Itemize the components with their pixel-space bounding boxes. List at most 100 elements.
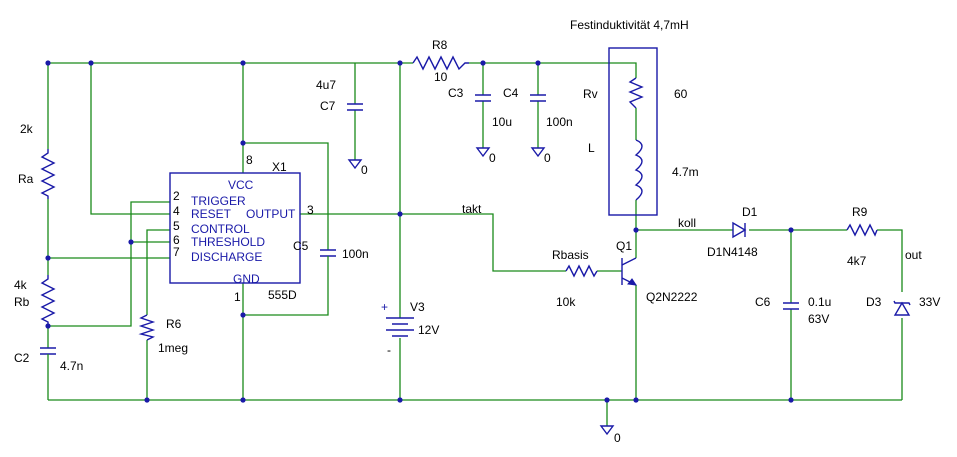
rv-ref: Rv (583, 87, 598, 101)
junction-dot (144, 397, 150, 403)
ground-label: 0 (544, 151, 551, 165)
capacitor-c4: C4 100n (503, 86, 573, 129)
d1-value: D1N4148 (707, 245, 758, 259)
c2-ref: C2 (14, 351, 30, 365)
q1-value: Q2N2222 (646, 290, 698, 304)
junction-dot (45, 60, 51, 66)
capacitor-c5: C5 100n (293, 239, 369, 264)
capacitor-c2: C2 4.7n (14, 347, 83, 376)
junction-dot (240, 60, 246, 66)
ground-label: 0 (361, 163, 368, 177)
inductor-enclosure (608, 47, 658, 216)
capacitor-c7: 4u7 C7 (316, 78, 363, 113)
rb-ref: Rb (14, 295, 30, 309)
ground-symbol: 0 (347, 159, 368, 177)
resistor-r6: R6 1meg (138, 314, 188, 355)
ic-pin-name: THRESHOLD (191, 235, 265, 249)
ic-part: 555D (268, 288, 297, 302)
wires (47, 62, 903, 426)
v3-plus: + (381, 300, 388, 314)
ic-pin-number: 8 (246, 153, 253, 167)
r8-ref: R8 (432, 38, 448, 52)
l-value: 4.7m (672, 165, 699, 179)
v3-ref: V3 (410, 300, 425, 314)
ic-555: VCC GND TRIGGER RESET CONTROL THRESHOLD … (169, 153, 314, 304)
capacitor-c3: C3 10u (448, 86, 512, 129)
diode-d1: D1 D1N4148 (707, 205, 758, 259)
ic-output-name: OUTPUT (246, 207, 296, 221)
ra-ref: Ra (18, 172, 34, 186)
junction-dot (45, 255, 51, 261)
ground-symbol: 0 (599, 425, 621, 445)
v3-minus: - (387, 343, 391, 357)
ic-pin-number: 4 (173, 204, 180, 218)
ic-pin-number: 1 (234, 290, 241, 304)
junction-dot (633, 227, 639, 233)
junction-dot (397, 397, 403, 403)
junction-dot (397, 211, 403, 217)
ground-label: 0 (614, 431, 621, 445)
c6-ref: C6 (755, 295, 771, 309)
resistor-rv: Rv 60 (583, 77, 688, 109)
junction-dot (604, 397, 610, 403)
ic-gnd-label: GND (233, 272, 260, 286)
junction-dot (397, 60, 403, 66)
c7-ref: C7 (320, 99, 336, 113)
junction-dot (788, 227, 794, 233)
ic-pin-name: RESET (191, 207, 232, 221)
junction-dot (240, 397, 246, 403)
zener-d3: D3 33V (866, 295, 940, 316)
c3-ref: C3 (448, 86, 464, 100)
r9-value: 4k7 (847, 254, 867, 268)
ground-symbol: 0 (475, 147, 496, 165)
rb-value: 4k (14, 278, 28, 292)
rbasis-value: 10k (556, 295, 576, 309)
rbasis-ref: Rbasis (552, 248, 589, 262)
junction-dot (535, 60, 541, 66)
ra-value: 2k (20, 122, 34, 136)
v3-value: 12V (418, 323, 439, 337)
ic-pin-number: 5 (173, 219, 180, 233)
d3-value: 33V (919, 295, 940, 309)
ic-pin-name: CONTROL (191, 222, 250, 236)
ic-pin-number: 3 (307, 203, 314, 217)
junction-dot (480, 60, 486, 66)
ic-ref: X1 (272, 160, 287, 174)
junction-dot (128, 239, 134, 245)
rv-value: 60 (674, 87, 688, 101)
c6-value: 0.1u (808, 295, 831, 309)
resistor-rb: 4k Rb (14, 275, 56, 324)
ic-pin-number: 2 (173, 189, 180, 203)
junctions (45, 60, 794, 403)
c4-value: 100n (546, 115, 573, 129)
c5-value: 100n (342, 247, 369, 261)
junction-dot (788, 397, 794, 403)
q1-ref: Q1 (616, 239, 632, 253)
ground-label: 0 (489, 151, 496, 165)
c6-voltage: 63V (808, 312, 829, 326)
junction-dot (240, 312, 246, 318)
diagram-title: Festinduktivität 4,7mH (570, 18, 689, 32)
ic-vcc-label: VCC (228, 178, 254, 192)
junction-dot (240, 140, 246, 146)
ic-pin-name: TRIGGER (191, 194, 246, 208)
ic-pin-name: DISCHARGE (191, 250, 262, 264)
resistor-r9: R9 4k7 (846, 205, 878, 268)
capacitor-c6: C6 0.1u 63V (755, 295, 831, 326)
r6-ref: R6 (166, 317, 182, 331)
d3-ref: D3 (866, 295, 882, 309)
l-ref: L (588, 141, 595, 155)
ic-pin-number: 7 (173, 245, 180, 259)
r6-value: 1meg (158, 341, 188, 355)
c4-ref: C4 (503, 86, 519, 100)
battery-v3: + - V3 12V (381, 300, 439, 357)
c5-ref: C5 (293, 239, 309, 253)
ground-symbol: 0 (530, 147, 551, 165)
transistor-q1: Q1 Q2N2222 (616, 239, 698, 304)
resistor-r8: R8 10 (412, 38, 469, 84)
net-label-takt: takt (462, 202, 482, 216)
c2-value: 4.7n (60, 359, 83, 373)
ic-pin-number: 6 (173, 233, 180, 247)
net-label-out: out (905, 248, 922, 262)
